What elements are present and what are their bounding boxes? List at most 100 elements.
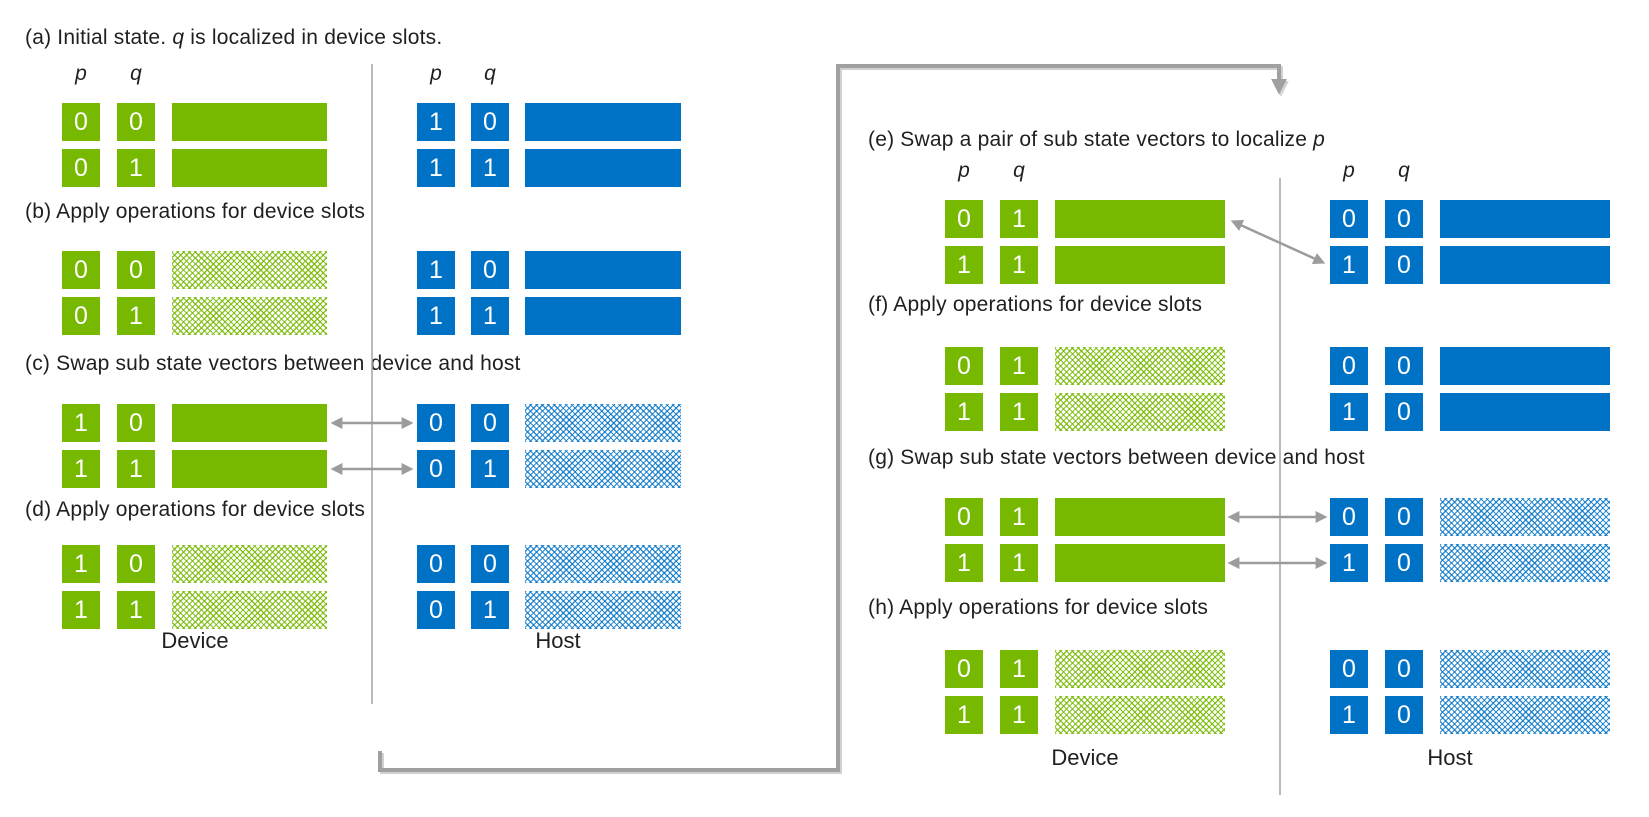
p-value-cell: 0 — [1330, 347, 1368, 385]
host-p-column-label: p — [1343, 159, 1355, 182]
p-value-cell: 1 — [62, 545, 100, 583]
step-b-heading: (b) Apply operations for device slots — [25, 200, 365, 224]
step-h-heading: (h) Apply operations for device slots — [868, 596, 1208, 620]
step-d-device-row-1: 1 1 — [0, 591, 1649, 629]
q-value-cell: 1 — [117, 149, 155, 187]
sub-state-vector-bar — [172, 591, 327, 629]
p-value-cell: 0 — [1330, 200, 1368, 238]
host-q-column-label: q — [484, 62, 496, 85]
step-c-device-row-0: 1 0 — [0, 404, 1649, 442]
p-value-cell: 1 — [1330, 246, 1368, 284]
host-q-column-label: q — [1398, 159, 1410, 182]
device-q-column-label: q — [1013, 159, 1025, 182]
q-value-cell: 0 — [117, 251, 155, 289]
sub-state-vector-bar — [1440, 347, 1610, 385]
step-h-host-row-1: 1 0 — [0, 696, 1649, 734]
host-p-column-label: p — [430, 62, 442, 85]
q-value-cell: 0 — [1385, 696, 1423, 734]
step-b-device-row-1: 0 1 — [0, 297, 1649, 335]
q-value-cell: 0 — [1385, 200, 1423, 238]
q-value-cell: 0 — [1385, 544, 1423, 582]
q-value-cell: 1 — [117, 450, 155, 488]
p-value-cell: 0 — [62, 297, 100, 335]
q-value-cell: 1 — [471, 591, 509, 629]
q-value-cell: 0 — [1385, 393, 1423, 431]
sub-state-vector-bar — [525, 591, 681, 629]
device-p-column-label: p — [958, 159, 970, 182]
q-value-cell: 0 — [471, 103, 509, 141]
q-value-cell: 1 — [471, 450, 509, 488]
step-g-heading-pre: (g) Swap sub state vectors between devic… — [868, 446, 1365, 469]
q-value-cell: 1 — [117, 297, 155, 335]
left-device-label: Device — [161, 628, 229, 653]
step-a-heading-var: q — [172, 26, 185, 49]
p-value-cell: 0 — [62, 149, 100, 187]
p-value-cell: 1 — [62, 450, 100, 488]
step-a-host-row-0: 1 0 — [0, 103, 1649, 141]
sub-state-vector-bar — [1440, 650, 1610, 688]
sub-state-vector-bar — [1440, 200, 1610, 238]
p-value-cell: 1 — [1330, 696, 1368, 734]
p-value-cell: 0 — [417, 450, 455, 488]
p-value-cell: 1 — [1330, 393, 1368, 431]
q-value-cell: 1 — [471, 149, 509, 187]
step-f-heading: (f) Apply operations for device slots — [868, 293, 1202, 317]
q-value-cell: 1 — [471, 297, 509, 335]
step-d-heading: (d) Apply operations for device slots — [25, 498, 365, 522]
step-f-host-row-1: 1 0 — [0, 393, 1649, 431]
step-a-device-row-0: 0 0 — [0, 103, 1649, 141]
p-value-cell: 1 — [62, 404, 100, 442]
q-value-cell: 0 — [117, 545, 155, 583]
sub-state-vector-bar — [172, 103, 327, 141]
sub-state-vector-bar — [525, 149, 681, 187]
p-value-cell: 0 — [417, 591, 455, 629]
step-g-heading: (g) Swap sub state vectors between devic… — [868, 446, 1365, 470]
step-c-device-row-1: 1 1 — [0, 450, 1649, 488]
step-f-heading-pre: (f) Apply operations for device slots — [868, 293, 1203, 316]
step-a-heading-pre: (a) Initial state. — [25, 26, 173, 49]
device-q-column-label: q — [130, 62, 142, 85]
sub-state-vector-bar — [1440, 544, 1610, 582]
step-f-host-row-0: 0 0 — [0, 347, 1649, 385]
p-value-cell: 1 — [417, 103, 455, 141]
sub-state-vector-bar — [172, 251, 327, 289]
step-b-host-row-1: 1 1 — [0, 297, 1649, 335]
step-g-host-row-0: 0 0 — [0, 498, 1649, 536]
sub-state-vector-bar — [172, 545, 327, 583]
p-value-cell: 0 — [1330, 650, 1368, 688]
q-value-cell: 0 — [117, 103, 155, 141]
p-value-cell: 0 — [1330, 498, 1368, 536]
step-a-heading-post: is localized in device slots. — [184, 26, 443, 49]
step-d-heading-pre: (d) Apply operations for device slots — [25, 498, 366, 521]
step-b-heading-pre: (b) Apply operations for device slots — [25, 200, 366, 223]
step-d-host-row-1: 0 1 — [0, 591, 1649, 629]
sub-state-vector-bar — [525, 103, 681, 141]
step-h-host-row-0: 0 0 — [0, 650, 1649, 688]
p-value-cell: 0 — [62, 251, 100, 289]
sub-state-vector-bar — [172, 450, 327, 488]
step-e-heading: (e) Swap a pair of sub state vectors to … — [868, 128, 1325, 152]
step-e-heading-var: p — [1313, 128, 1326, 151]
sub-state-vector-bar — [1440, 393, 1610, 431]
sub-state-vector-bar — [172, 297, 327, 335]
step-e-heading-pre: (e) Swap a pair of sub state vectors to … — [868, 128, 1314, 151]
step-b-device-row-0: 0 0 — [0, 251, 1649, 289]
p-value-cell: 0 — [62, 103, 100, 141]
p-value-cell: 1 — [62, 591, 100, 629]
step-g-host-row-1: 1 0 — [0, 544, 1649, 582]
right-device-label: Device — [1051, 745, 1119, 770]
sub-state-vector-bar — [172, 404, 327, 442]
q-value-cell: 1 — [117, 591, 155, 629]
q-value-cell: 0 — [1385, 246, 1423, 284]
sub-state-vector-bar — [172, 149, 327, 187]
step-a-device-row-1: 0 1 — [0, 149, 1649, 187]
step-e-host-row-1: 1 0 — [0, 246, 1649, 284]
step-e-host-row-0: 0 0 — [0, 200, 1649, 238]
sub-state-vector-bar — [525, 297, 681, 335]
step-a-heading: (a) Initial state. q is localized in dev… — [25, 26, 442, 50]
step-c-host-row-1: 0 1 — [0, 450, 1649, 488]
q-value-cell: 0 — [1385, 650, 1423, 688]
p-value-cell: 1 — [417, 149, 455, 187]
sub-state-vector-bar — [1440, 498, 1610, 536]
